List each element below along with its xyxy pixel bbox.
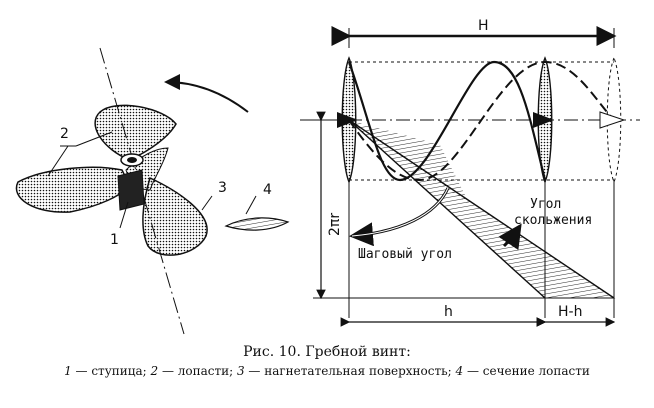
propeller-side-2 xyxy=(533,56,554,184)
propeller-drawing: 2 1 3 4 xyxy=(15,47,290,335)
helix-dashed xyxy=(348,60,615,182)
label-H: H xyxy=(478,18,489,34)
leader-1 xyxy=(119,201,129,229)
label-h: h xyxy=(444,304,453,320)
label-2: 2 xyxy=(60,126,69,142)
caption-legend: 1 — ступица; 2 — лопасти; 3 — нагнетател… xyxy=(64,364,590,378)
rotation-arrow xyxy=(164,74,249,113)
label-slip-angle-2: скольжения xyxy=(514,213,592,228)
figure-caption: Рис. 10. Гребной винт: 1 — ступица; 2 — … xyxy=(0,342,654,380)
helix-solid xyxy=(347,60,547,182)
blade-section xyxy=(224,217,290,231)
label-3: 3 xyxy=(218,180,227,196)
label-slip-angle-1: Угол xyxy=(530,197,561,212)
upper-hatch xyxy=(349,120,470,205)
slip-angle-arc xyxy=(498,223,522,251)
hub xyxy=(117,153,145,211)
leader-2a xyxy=(47,145,69,177)
label-pitch-angle: Шаговый угол xyxy=(358,247,452,262)
leader-2b xyxy=(75,131,113,147)
propeller-axis xyxy=(99,47,185,335)
blade-lower xyxy=(142,176,208,256)
label-2pir: 2πr xyxy=(327,213,343,236)
label-4: 4 xyxy=(263,182,272,198)
leader-4 xyxy=(245,195,257,215)
propeller-side-3-ghost xyxy=(599,56,626,184)
label-H-minus-h: H-h xyxy=(558,304,582,320)
caption-title: Рис. 10. Гребной винт: xyxy=(243,344,411,360)
blade-left xyxy=(15,166,131,213)
pitch-diagram: H 2πr xyxy=(300,18,640,327)
leader-3 xyxy=(201,195,213,211)
label-1: 1 xyxy=(110,232,119,248)
